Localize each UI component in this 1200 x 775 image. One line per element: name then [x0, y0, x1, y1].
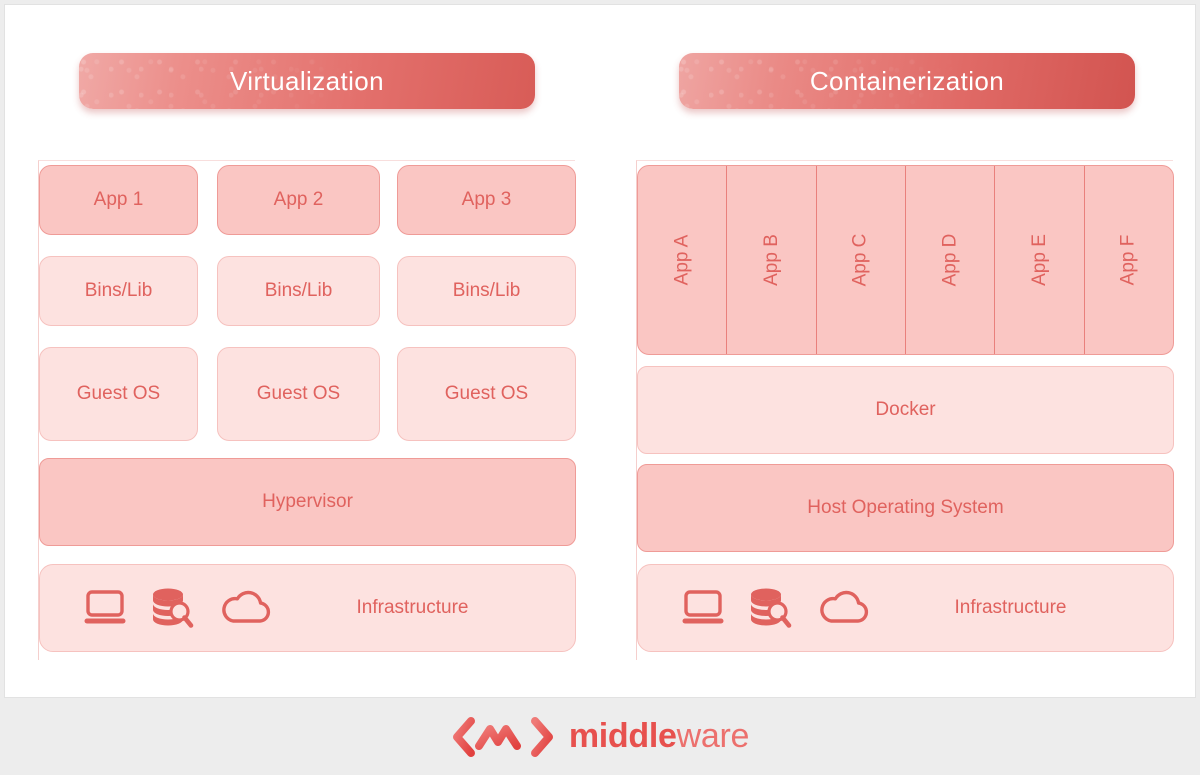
- docker-box: Docker: [637, 366, 1174, 454]
- database-search-icon: [150, 587, 196, 629]
- laptop-icon: [82, 588, 128, 628]
- container-app-label: App D: [939, 233, 961, 287]
- infrastructure-row-left: Infrastructure: [39, 564, 576, 652]
- footer-brand-bar: middleware: [0, 698, 1200, 775]
- guest-os-box: Guest OS: [39, 347, 198, 441]
- host-os-box: Host Operating System: [637, 464, 1174, 552]
- brand-bold: middle: [568, 717, 677, 755]
- container-app-cell: App B: [727, 166, 817, 354]
- infrastructure-box: Infrastructure: [39, 564, 576, 652]
- hypervisor-row: Hypervisor: [39, 458, 576, 546]
- banner-texture-left: [79, 53, 535, 109]
- laptop-icon: [680, 588, 726, 628]
- containerization-banner-label: Containerization: [809, 65, 1005, 96]
- virtualization-stack: App 1 App 2 App 3 Bins/Lib Bins/Lib Bins…: [38, 160, 576, 660]
- bins-lib-row: Bins/Lib Bins/Lib Bins/Lib: [39, 256, 576, 326]
- diagram-card: Virtualization Containerization App 1 Ap…: [4, 4, 1196, 698]
- guest-os-box: Guest OS: [397, 347, 576, 441]
- app-box: App 3: [397, 165, 576, 235]
- bins-lib-box: Bins/Lib: [397, 256, 576, 326]
- brand-wordmark: middleware: [568, 717, 750, 756]
- container-app-cell: App A: [638, 166, 728, 354]
- hypervisor-box: Hypervisor: [39, 458, 576, 546]
- container-app-label: App A: [671, 234, 693, 286]
- guest-os-box: Guest OS: [217, 347, 380, 441]
- container-app-label: App E: [1028, 234, 1050, 286]
- app-box: App 2: [217, 165, 380, 235]
- banner-texture-right: [679, 53, 1135, 109]
- container-app-cell: App F: [1085, 166, 1173, 354]
- database-search-icon: [748, 587, 794, 629]
- container-app-label: App C: [849, 233, 871, 287]
- container-app-cell: App C: [817, 166, 906, 354]
- infrastructure-label: Infrastructure: [954, 597, 1067, 618]
- host-os-row: Host Operating System: [637, 464, 1174, 552]
- infrastructure-icons: [82, 587, 276, 629]
- container-app-label: App B: [760, 234, 782, 286]
- cloud-icon: [816, 588, 874, 628]
- container-app-cell: App E: [995, 166, 1085, 354]
- container-app-row: App A App B App C App D App E App F: [637, 165, 1174, 355]
- cloud-icon: [218, 588, 276, 628]
- containerization-banner: Containerization: [679, 53, 1135, 109]
- containerization-stack: App A App B App C App D App E App F: [636, 160, 1174, 660]
- virtualization-banner-label: Virtualization: [230, 65, 384, 96]
- infrastructure-box: Infrastructure: [637, 564, 1174, 652]
- brand-light: ware: [676, 717, 750, 755]
- middleware-logo-icon: [451, 714, 555, 760]
- guest-os-row: Guest OS Guest OS Guest OS: [39, 347, 576, 441]
- infrastructure-row-right: Infrastructure: [637, 564, 1174, 652]
- container-app-label: App F: [1117, 234, 1139, 286]
- app-box: App 1: [39, 165, 198, 235]
- bins-lib-box: Bins/Lib: [217, 256, 380, 326]
- docker-row: Docker: [637, 366, 1174, 454]
- virtualization-banner: Virtualization: [79, 53, 535, 109]
- bins-lib-box: Bins/Lib: [39, 256, 198, 326]
- infrastructure-icons: [680, 587, 874, 629]
- container-app-cell: App D: [906, 166, 996, 354]
- infrastructure-label: Infrastructure: [356, 597, 469, 618]
- app-row: App 1 App 2 App 3: [39, 165, 576, 235]
